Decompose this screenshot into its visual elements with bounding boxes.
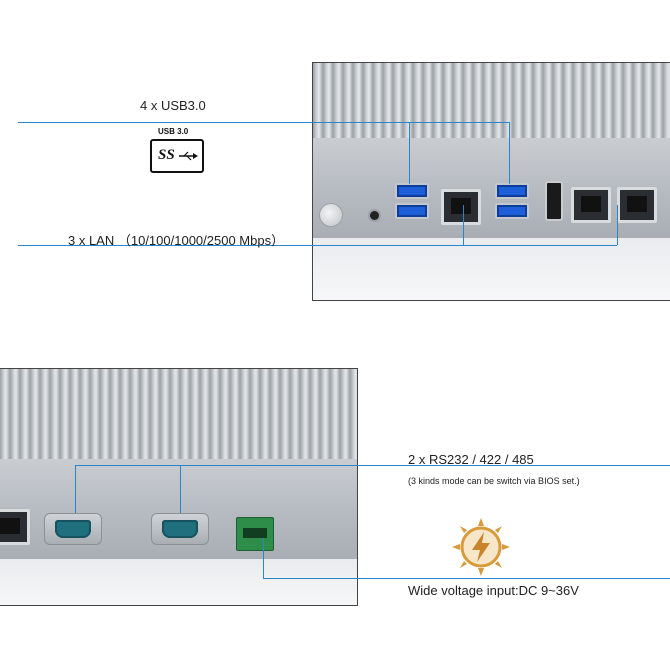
lan-callout-rise — [617, 205, 618, 245]
power-callout-rise — [263, 538, 264, 578]
db9-serial-port — [151, 513, 209, 545]
hdmi-port — [545, 181, 563, 221]
usb-callout-drop — [409, 122, 410, 184]
lan-label: 3 x LAN （10/100/1000/2500 Mbps） — [68, 233, 285, 248]
power-label: Wide voltage input:DC 9~36V — [408, 583, 579, 598]
lan-callout-rise — [463, 205, 464, 245]
power-callout-line — [263, 578, 670, 579]
lan-port — [441, 189, 481, 225]
lightning-power-icon — [452, 518, 510, 576]
serial-callout-line — [75, 465, 670, 466]
audio-jack — [368, 209, 381, 222]
serial-callout-drop — [75, 465, 76, 513]
usb-logo-text: SS — [158, 147, 175, 163]
usb-superspeed-icon: SS — [150, 139, 204, 173]
usb-label: 4 x USB3.0 — [140, 98, 206, 113]
io-panel-photo-bottom — [0, 368, 358, 606]
usb-callout-drop — [509, 122, 510, 184]
heatsink-fins-top — [313, 63, 670, 138]
serial-note: (3 kinds mode can be switch via BIOS set… — [408, 476, 580, 486]
usb-port — [495, 183, 529, 199]
dc-terminal-block — [236, 517, 274, 551]
usb-port — [395, 203, 429, 219]
db9-serial-port — [44, 513, 102, 545]
lan-callout-line — [18, 245, 617, 246]
lan-port — [617, 187, 657, 223]
serial-label: 2 x RS232 / 422 / 485 — [408, 452, 534, 467]
usb-trident-icon — [179, 151, 198, 161]
lan-port — [0, 509, 30, 545]
usb-port — [495, 203, 529, 219]
serial-callout-drop — [180, 465, 181, 513]
desk-surface-top — [313, 238, 670, 300]
usb-callout-line — [18, 122, 509, 123]
desk-surface-bottom — [0, 559, 357, 605]
usb-port — [395, 183, 429, 199]
power-button-icon — [319, 203, 343, 227]
usb-logo-caption: USB 3.0 — [158, 127, 189, 136]
heatsink-fins-bottom — [0, 369, 357, 459]
lan-port — [571, 187, 611, 223]
io-panel-photo-top — [312, 62, 670, 301]
